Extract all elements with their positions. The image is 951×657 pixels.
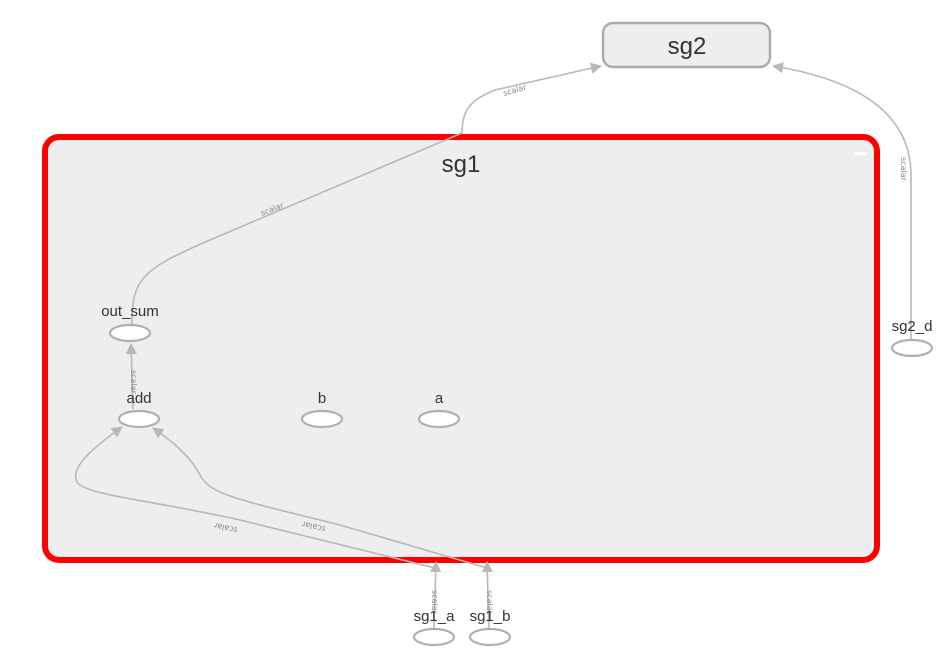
node-b-ellipse[interactable] bbox=[300, 409, 344, 429]
edges: scalar scalar scalar scalar scalar scala… bbox=[74, 62, 912, 629]
node-sg1-b-label: sg1_b bbox=[470, 608, 511, 625]
edge-label-sg1a-in: scalar bbox=[430, 590, 439, 615]
edge-sg1b-to-add[interactable] bbox=[152, 427, 488, 569]
node-add-ellipse[interactable] bbox=[117, 409, 161, 429]
node-sg1-b-ellipse[interactable] bbox=[468, 627, 512, 647]
node-out-sum[interactable]: out_sum bbox=[101, 303, 159, 343]
node-out-sum-label: out_sum bbox=[101, 303, 159, 320]
node-sg2-d-label: sg2_d bbox=[892, 318, 933, 335]
node-sg1-a-label: sg1_a bbox=[414, 608, 456, 625]
edge-label-sg2d-to-sg2: scalar bbox=[899, 157, 908, 182]
edge-sg1b-in[interactable] bbox=[481, 560, 493, 629]
node-sg2-d-ellipse[interactable] bbox=[890, 338, 934, 358]
node-sg1-a[interactable]: sg1_a bbox=[412, 608, 456, 647]
node-add-label: add bbox=[126, 390, 151, 407]
edge-sg1a-to-add[interactable] bbox=[74, 426, 436, 569]
node-out-sum-ellipse[interactable] bbox=[108, 323, 152, 343]
edge-sg2d-to-sg2[interactable] bbox=[771, 62, 912, 340]
node-a-label: a bbox=[435, 390, 444, 407]
edge-add-to-outsum[interactable] bbox=[125, 342, 137, 410]
group-sg2-title: sg2 bbox=[668, 33, 707, 60]
node-a-ellipse[interactable] bbox=[417, 409, 461, 429]
edge-sg1a-in[interactable] bbox=[430, 560, 442, 629]
node-a[interactable]: a bbox=[417, 390, 461, 429]
group-sg2[interactable]: sg2 bbox=[601, 21, 772, 69]
node-b-label: b bbox=[318, 390, 326, 407]
node-sg1-a-ellipse[interactable] bbox=[412, 627, 456, 647]
node-add[interactable]: add bbox=[117, 390, 161, 429]
edge-label-outsum-to-sg2-upper: scalar bbox=[502, 82, 528, 97]
group-sg1-box[interactable] bbox=[42, 134, 880, 563]
edge-label-sg1b-in: scalar bbox=[485, 590, 494, 615]
group-sg2-box[interactable] bbox=[601, 21, 772, 69]
group-sg1[interactable]: sg1 bbox=[42, 134, 880, 563]
edge-outsum-to-sg2[interactable] bbox=[131, 62, 603, 325]
group-sg1-title: sg1 bbox=[442, 151, 481, 178]
node-sg1-b[interactable]: sg1_b bbox=[468, 608, 512, 647]
minus-icon[interactable] bbox=[855, 152, 867, 155]
node-sg2-d[interactable]: sg2_d bbox=[890, 318, 934, 358]
node-b[interactable]: b bbox=[300, 390, 344, 429]
edge-label-add-to-outsum: scalar bbox=[129, 370, 138, 395]
